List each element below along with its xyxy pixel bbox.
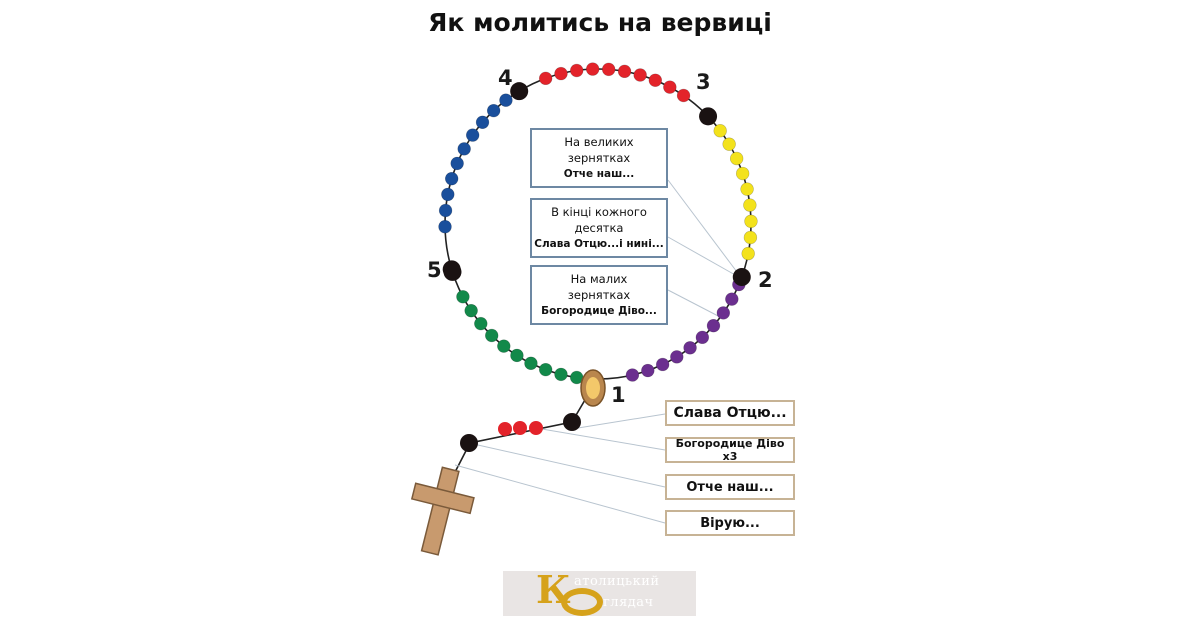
number-4: 4 (498, 66, 513, 90)
small-bead-decade-1 (695, 330, 710, 345)
small-bead-decade-4 (441, 187, 455, 202)
small-bead-decade-1 (683, 341, 697, 355)
decade-end-line-1: В кінці кожного (551, 204, 647, 219)
small-bead-decade-2 (729, 151, 744, 166)
pendant-large-bead (563, 413, 581, 431)
small-bead-decade-3 (676, 88, 691, 103)
small-bead-decade-5 (456, 290, 470, 304)
medallion-center (586, 377, 600, 399)
small-bead-decade-3 (663, 80, 677, 94)
small-bead-decade-5 (474, 316, 488, 331)
small-bead-decade-2 (741, 246, 755, 261)
large-bead (699, 107, 718, 126)
catholic-observer-logo: К атолицький глядач (503, 567, 696, 616)
leader-lines (454, 179, 738, 524)
page-title: Як молитись на вервиці (428, 8, 772, 37)
leader-line (535, 427, 666, 451)
decade-end-box: В кінці кожного десятка Слава Отцю...і н… (530, 198, 668, 258)
small-beads-prayer: Богородице Діво... (541, 305, 657, 318)
large-bead (510, 82, 529, 101)
leader-line (577, 413, 666, 429)
leader-line (667, 289, 723, 319)
small-bead-decade-4 (486, 103, 501, 118)
number-3: 3 (696, 70, 711, 94)
small-bead-decade-3 (601, 62, 616, 77)
small-bead-decade-1 (641, 363, 655, 378)
small-bead-decade-1 (655, 357, 670, 372)
small-bead-decade-4 (499, 93, 513, 107)
small-bead-decade-3 (648, 73, 663, 87)
leader-line (454, 464, 666, 524)
small-bead-decade-5 (524, 356, 538, 371)
number-5: 5 (427, 258, 442, 282)
small-bead-decade-3 (585, 62, 600, 76)
hail-mary-x3-box: Богородице Діво х3 (665, 437, 795, 463)
logo-line-1: атолицький (574, 574, 660, 589)
small-bead-decade-1 (670, 350, 684, 364)
small-bead-decade-3 (538, 71, 553, 86)
small-bead-decade-2 (744, 214, 758, 228)
small-bead-decade-3 (570, 63, 584, 78)
small-bead-decade-2 (713, 124, 727, 138)
small-bead-decade-5 (510, 348, 524, 363)
small-bead-decade-2 (735, 166, 750, 181)
small-bead-decade-2 (743, 230, 758, 245)
large-beads-box: На великих зернятках Отче наш... (530, 128, 668, 188)
logo-o-ring (561, 588, 603, 616)
small-bead-decade-5 (538, 362, 553, 377)
small-bead-decade-5 (497, 339, 511, 353)
leader-line (667, 236, 738, 277)
leader-line (468, 442, 666, 488)
small-beads-box: На малих зернятках Богородице Діво... (530, 265, 668, 325)
pendant-small-bead (498, 422, 512, 436)
small-beads-line-1: На малих (570, 271, 628, 286)
small-bead-decade-4 (465, 128, 480, 142)
small-bead-decade-4 (438, 203, 453, 218)
logo-letter-k: К (536, 567, 571, 612)
large-bead (732, 268, 751, 287)
small-bead-decade-5 (485, 328, 499, 343)
cross-joint (434, 489, 453, 508)
large-bead (442, 260, 461, 279)
pendant-small-bead (513, 421, 527, 435)
large-beads-line-1: На великих (564, 134, 634, 149)
small-bead-decade-3 (633, 68, 647, 82)
leader-line (667, 179, 738, 273)
large-beads-prayer: Отче наш... (563, 168, 635, 181)
number-1: 1 (611, 383, 626, 407)
pendant-small-bead (529, 421, 543, 435)
large-beads-line-2: зернятках (567, 151, 631, 166)
small-bead-decade-3 (554, 66, 568, 81)
rosary-beads (438, 62, 758, 452)
logo-line-2: глядач (603, 595, 654, 610)
small-bead-decade-4 (450, 156, 464, 171)
pendant-large-bead (460, 434, 478, 452)
cross-vertical (420, 466, 460, 556)
decade-end-line-2: десятка (574, 221, 624, 236)
cross-icon (410, 466, 475, 556)
creed-box: Вірую... (665, 510, 795, 536)
decade-end-prayer: Слава Отцю...і нині... (534, 238, 664, 251)
small-bead-decade-2 (722, 137, 736, 151)
small-beads-line-2: зернятках (567, 288, 631, 303)
small-bead-decade-2 (740, 182, 754, 196)
small-bead-decade-1 (716, 306, 731, 320)
small-bead-decade-3 (617, 64, 632, 79)
small-bead-decade-1 (706, 318, 721, 333)
cross-shape (410, 466, 475, 556)
small-bead-decade-4 (438, 220, 452, 234)
glory-be-box: Слава Отцю... (665, 400, 795, 426)
small-bead-decade-1 (725, 292, 739, 306)
small-bead-decade-2 (743, 198, 757, 212)
small-bead-decade-5 (464, 303, 478, 318)
small-bead-decade-4 (457, 142, 471, 156)
number-2: 2 (758, 268, 773, 292)
small-bead-decade-5 (554, 367, 568, 382)
small-bead-decade-4 (475, 115, 490, 130)
small-bead-decade-4 (444, 171, 459, 186)
small-bead-decade-1 (625, 368, 640, 382)
our-father-box: Отче наш... (665, 474, 795, 500)
